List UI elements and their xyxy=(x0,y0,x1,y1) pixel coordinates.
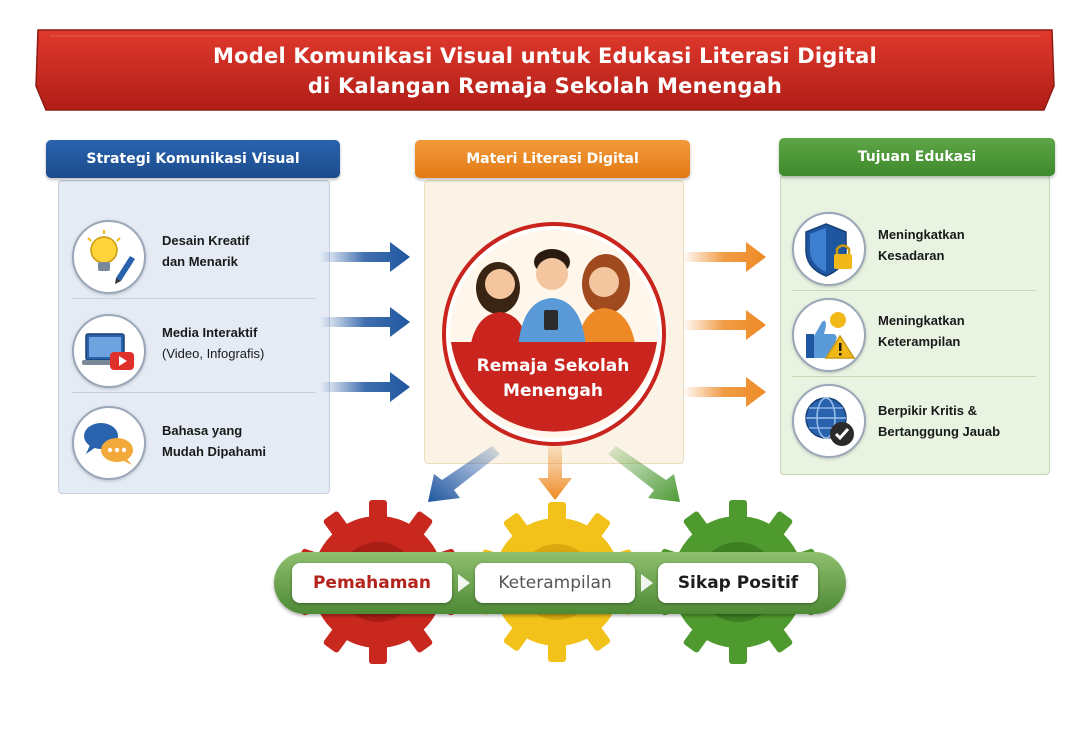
title-banner xyxy=(35,29,1055,111)
item-line-1: Meningkatkan xyxy=(878,313,965,328)
center-line-2: Menengah xyxy=(503,381,603,401)
item-line-2: Keterampilan xyxy=(878,334,961,349)
divider xyxy=(72,392,316,393)
item-line-1: Desain Kreatif xyxy=(162,233,250,248)
strategy-item-interactive-media: Media Interaktif (Video, Infografis) xyxy=(162,322,264,364)
center-label: Remaja Sekolah Menengah xyxy=(450,354,656,404)
item-line-2: Bertanggung Jauab xyxy=(878,424,1001,439)
item-line-2: Mudah Dipahami xyxy=(162,444,267,459)
gear-label-positive-attitude: Sikap Positif xyxy=(658,563,818,603)
item-line-2: dan Menarik xyxy=(162,254,238,269)
arrow-down-left xyxy=(428,446,500,502)
goal-item-skills: Meningkatkan Keterampilan xyxy=(878,310,965,352)
arrow-down-right xyxy=(608,446,680,502)
goal-item-critical-thinking: Berpikir Kritis & Bertanggung Jauab xyxy=(878,400,1000,442)
chat-bubbles-icon xyxy=(72,406,146,480)
item-line-1: Meningkatkan xyxy=(878,227,965,242)
arrow-right xyxy=(682,242,766,272)
goal-item-awareness: Meningkatkan Kesadaran xyxy=(878,224,965,266)
material-heading: Materi Literasi Digital xyxy=(415,140,690,178)
globe-check-icon xyxy=(792,384,866,458)
thumbs-up-warning-icon xyxy=(792,298,866,372)
item-line-1: Media Interaktif xyxy=(162,325,258,340)
gear-label-skills: Keterampilan xyxy=(475,563,635,603)
arrows-blue xyxy=(320,242,410,402)
strategy-heading: Strategi Komunikasi Visual xyxy=(46,140,340,178)
gear-label-understanding: Pemahaman xyxy=(292,563,452,603)
divider xyxy=(72,298,316,299)
divider xyxy=(792,290,1036,291)
title-line-1: Model Komunikasi Visual untuk Edukasi Li… xyxy=(213,44,877,68)
center-line-1: Remaja Sekolah xyxy=(476,356,630,376)
arrow-right xyxy=(682,310,766,340)
goals-heading: Tujuan Edukasi xyxy=(779,138,1055,176)
arrow-right xyxy=(320,242,410,272)
lightbulb-pencil-icon xyxy=(72,220,146,294)
arrow-right xyxy=(320,307,410,337)
item-line-1: Bahasa yang xyxy=(162,423,243,438)
arrow-right xyxy=(320,372,410,402)
shield-lock-icon xyxy=(792,212,866,286)
arrow-right xyxy=(682,377,766,407)
divider xyxy=(792,376,1036,377)
item-line-2: Kesadaran xyxy=(878,248,945,263)
item-line-1: Berpikir Kritis & xyxy=(878,403,977,418)
title-line-2: di Kalangan Remaja Sekolah Menengah xyxy=(307,74,783,98)
strategy-item-simple-language: Bahasa yang Mudah Dipahami xyxy=(162,420,266,462)
item-line-2: (Video, Infografis) xyxy=(162,346,265,361)
arrows-orange xyxy=(682,242,766,407)
laptop-video-icon xyxy=(72,314,146,388)
students-illustration xyxy=(442,222,666,446)
arrow-down xyxy=(538,446,572,500)
strategy-item-creative-design: Desain Kreatif dan Menarik xyxy=(162,230,249,272)
arrows-down xyxy=(428,446,680,502)
gear-bar-chevrons xyxy=(458,574,653,592)
